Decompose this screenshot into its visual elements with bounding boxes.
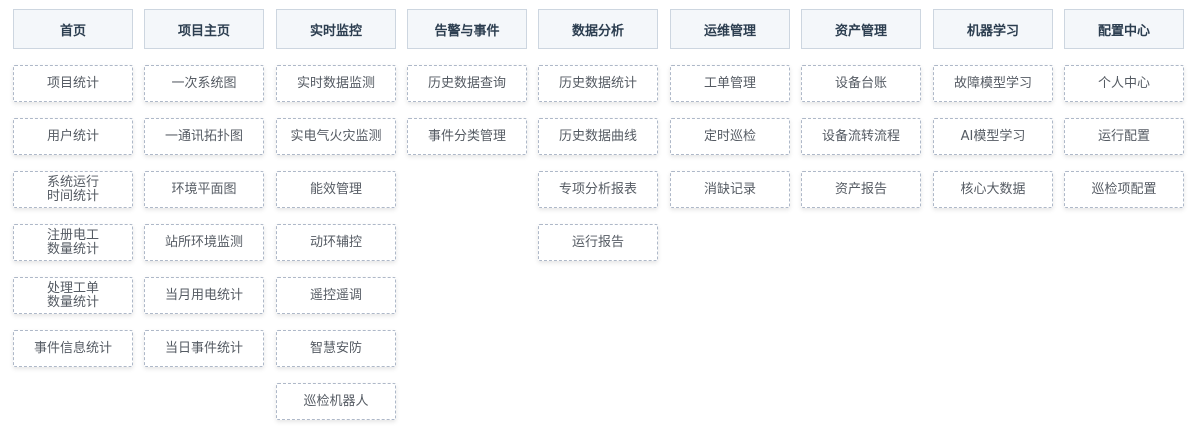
menu-item[interactable]: 消缺记录	[670, 171, 790, 208]
menu-item[interactable]: 运行配置	[1064, 118, 1184, 155]
menu-item[interactable]: 故障模型学习	[933, 65, 1053, 102]
menu-header[interactable]: 资产管理	[801, 9, 921, 49]
menu-header[interactable]: 告警与事件	[407, 9, 527, 49]
menu-header[interactable]: 机器学习	[933, 9, 1053, 49]
menu-item[interactable]: 历史数据统计	[538, 65, 658, 102]
menu-item[interactable]: 系统运行 时间统计	[13, 171, 133, 208]
menu-item[interactable]: 设备流转流程	[801, 118, 921, 155]
menu-items: 历史数据查询 事件分类管理	[407, 65, 527, 155]
menu-items: 实时数据监测 实电气火灾监测 能效管理 动环辅控 遥控遥调 智慧安防 巡检机器人	[276, 65, 396, 420]
menu-column-monitoring: 实时监控 实时数据监测 实电气火灾监测 能效管理 动环辅控 遥控遥调 智慧安防 …	[276, 9, 396, 436]
menu-column-home: 首页 项目统计 用户统计 系统运行 时间统计 注册电工 数量统计 处理工单 数量…	[13, 9, 133, 383]
menu-items: 历史数据统计 历史数据曲线 专项分析报表 运行报告	[538, 65, 658, 261]
menu-item[interactable]: 项目统计	[13, 65, 133, 102]
menu-item[interactable]: 巡检机器人	[276, 383, 396, 420]
menu-item[interactable]: 遥控遥调	[276, 277, 396, 314]
menu-items: 个人中心 运行配置 巡检项配置	[1064, 65, 1184, 208]
menu-item[interactable]: 一通讯拓扑图	[144, 118, 264, 155]
menu-column-alarms: 告警与事件 历史数据查询 事件分类管理	[407, 9, 527, 171]
menu-items: 故障模型学习 AI模型学习 核心大数据	[933, 65, 1053, 208]
menu-item[interactable]: 当日事件统计	[144, 330, 264, 367]
menu-items: 设备台账 设备流转流程 资产报告	[801, 65, 921, 208]
menu-column-analysis: 数据分析 历史数据统计 历史数据曲线 专项分析报表 运行报告	[538, 9, 658, 277]
menu-item[interactable]: 能效管理	[276, 171, 396, 208]
menu-header[interactable]: 运维管理	[670, 9, 790, 49]
menu-header[interactable]: 首页	[13, 9, 133, 49]
menu-item[interactable]: 处理工单 数量统计	[13, 277, 133, 314]
menu-item[interactable]: 动环辅控	[276, 224, 396, 261]
menu-header[interactable]: 数据分析	[538, 9, 658, 49]
menu-item[interactable]: 定时巡检	[670, 118, 790, 155]
menu-item[interactable]: 事件分类管理	[407, 118, 527, 155]
menu-column-assets: 资产管理 设备台账 设备流转流程 资产报告	[801, 9, 921, 224]
menu-item[interactable]: 设备台账	[801, 65, 921, 102]
menu-item[interactable]: AI模型学习	[933, 118, 1053, 155]
menu-item[interactable]: 核心大数据	[933, 171, 1053, 208]
menu-item[interactable]: 站所环境监测	[144, 224, 264, 261]
menu-item[interactable]: 事件信息统计	[13, 330, 133, 367]
menu-header[interactable]: 实时监控	[276, 9, 396, 49]
menu-item[interactable]: 历史数据查询	[407, 65, 527, 102]
menu-item[interactable]: 运行报告	[538, 224, 658, 261]
menu-header[interactable]: 配置中心	[1064, 9, 1184, 49]
menu-item[interactable]: 智慧安防	[276, 330, 396, 367]
menu-item[interactable]: 用户统计	[13, 118, 133, 155]
menu-column-operations: 运维管理 工单管理 定时巡检 消缺记录	[670, 9, 790, 224]
menu-item[interactable]: 巡检项配置	[1064, 171, 1184, 208]
menu-item[interactable]: 历史数据曲线	[538, 118, 658, 155]
menu-item[interactable]: 个人中心	[1064, 65, 1184, 102]
menu-items: 一次系统图 一通讯拓扑图 环境平面图 站所环境监测 当月用电统计 当日事件统计	[144, 65, 264, 367]
menu-item[interactable]: 一次系统图	[144, 65, 264, 102]
menu-item[interactable]: 注册电工 数量统计	[13, 224, 133, 261]
menu-header[interactable]: 项目主页	[144, 9, 264, 49]
menu-item[interactable]: 当月用电统计	[144, 277, 264, 314]
menu-items: 项目统计 用户统计 系统运行 时间统计 注册电工 数量统计 处理工单 数量统计 …	[13, 65, 133, 367]
menu-item[interactable]: 实时数据监测	[276, 65, 396, 102]
menu-column-project: 项目主页 一次系统图 一通讯拓扑图 环境平面图 站所环境监测 当月用电统计 当日…	[144, 9, 264, 383]
menu-item[interactable]: 实电气火灾监测	[276, 118, 396, 155]
menu-item[interactable]: 资产报告	[801, 171, 921, 208]
menu-items: 工单管理 定时巡检 消缺记录	[670, 65, 790, 208]
menu-column-machine-learning: 机器学习 故障模型学习 AI模型学习 核心大数据	[933, 9, 1053, 224]
menu-item[interactable]: 环境平面图	[144, 171, 264, 208]
menu-item[interactable]: 专项分析报表	[538, 171, 658, 208]
menu-item[interactable]: 工单管理	[670, 65, 790, 102]
menu-column-config: 配置中心 个人中心 运行配置 巡检项配置	[1064, 9, 1184, 224]
